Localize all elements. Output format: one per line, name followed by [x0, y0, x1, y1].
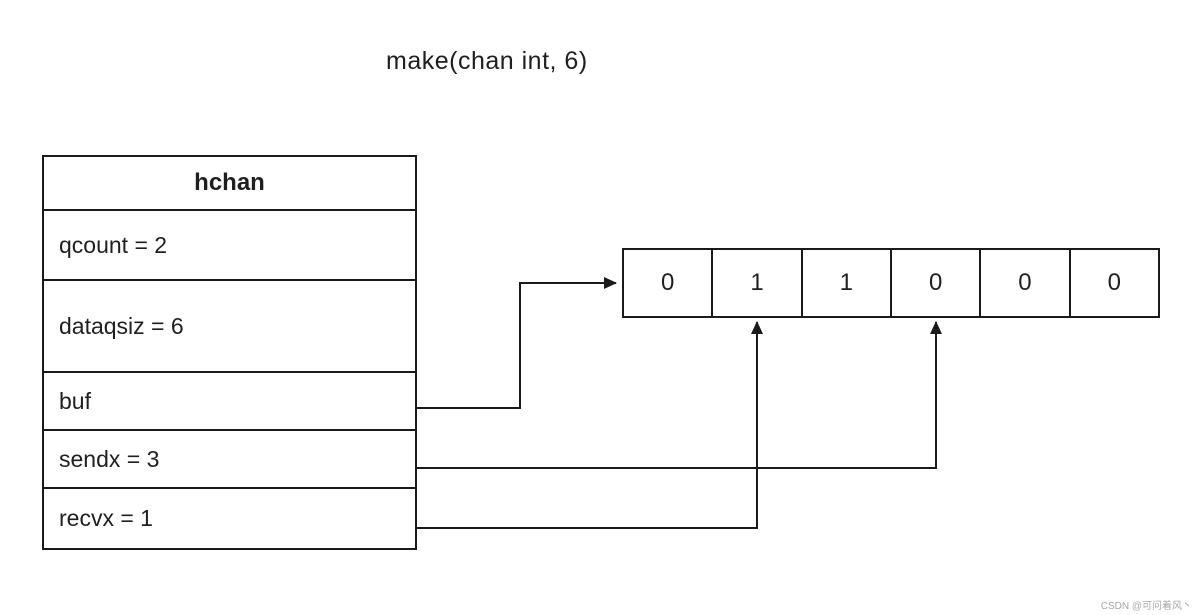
hchan-field-buf: buf [44, 373, 415, 431]
buffer-cell-1: 1 [713, 250, 803, 316]
buffer-cell-0: 0 [624, 250, 714, 316]
buffer-cell-4: 0 [981, 250, 1071, 316]
hchan-header-cell: hchan [44, 157, 415, 211]
buffer-cell-5: 0 [1070, 250, 1158, 316]
hchan-field-dataqsiz: dataqsiz = 6 [44, 281, 415, 373]
hchan-field-recvx: recvx = 1 [44, 489, 415, 548]
sendx-to-cell3-arrow [417, 321, 942, 469]
watermark: CSDN @可问着风丶 [1100, 601, 1192, 612]
buffer-array: 0 1 1 0 0 0 [622, 248, 1160, 318]
buffer-cell-3: 0 [891, 250, 982, 316]
recvx-to-cell1-arrow [417, 321, 763, 529]
buffer-cell-2: 1 [802, 250, 892, 316]
hchan-field-qcount: qcount = 2 [44, 211, 415, 281]
hchan-field-sendx: sendx = 3 [44, 431, 415, 489]
hchan-struct-table: hchan qcount = 2 dataqsiz = 6 buf sendx … [42, 155, 417, 550]
diagram-title: make(chan int, 6) [386, 47, 588, 75]
buf-to-array-arrow [417, 277, 617, 409]
